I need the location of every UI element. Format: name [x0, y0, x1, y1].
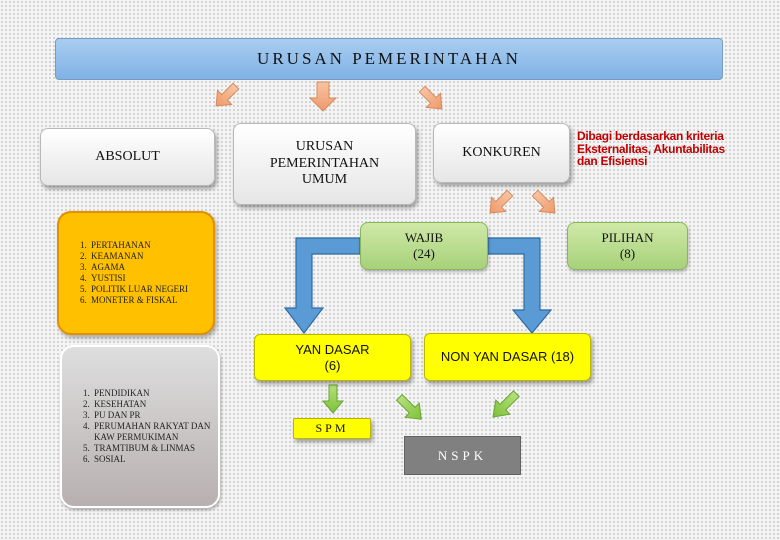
- criteria-note-line: Dibagi berdasarkan kriteria: [577, 129, 724, 143]
- list-item: PERTAHANAN: [89, 240, 188, 251]
- arrow-wajib-to-nonyan: [487, 237, 553, 334]
- arrow-yandasar-to-spm: [321, 384, 345, 414]
- list-item: PENDIDIKAN: [92, 388, 218, 399]
- konkuren-label: KONKUREN: [462, 144, 541, 160]
- list-item: PU DAN PR: [92, 410, 218, 421]
- wajib-count: (24): [413, 246, 435, 261]
- list-item: PERUMAHAN RAKYAT DAN KAW PERMUKIMAN: [92, 421, 218, 443]
- spm-label: SPM: [315, 421, 349, 436]
- pilihan-box: PILIHAN (8): [567, 222, 688, 270]
- umum-label-line2: PEMERINTAHAN: [269, 155, 380, 171]
- konkuren-box: KONKUREN: [433, 123, 570, 183]
- list-item: POLITIK LUAR NEGERI: [89, 284, 188, 295]
- urusan-umum-box: URUSAN PEMERINTAHAN UMUM: [233, 123, 416, 205]
- absolut-list-box: PERTAHANAN KEAMANAN AGAMA YUSTISI POLITI…: [57, 211, 215, 335]
- list-item: SOSIAL: [92, 454, 218, 465]
- non-yan-dasar-label: NON YAN DASAR (18): [440, 349, 575, 365]
- non-yan-dasar-box: NON YAN DASAR (18): [424, 333, 591, 381]
- umum-label-line3: UMUM: [301, 172, 348, 188]
- absolut-box: ABSOLUT: [40, 128, 215, 186]
- criteria-note: Dibagi berdasarkan kriteria Eksternalita…: [577, 130, 742, 168]
- nspk-box: NSPK: [404, 436, 521, 475]
- pilihan-count: (8): [619, 246, 636, 261]
- nspk-label: NSPK: [437, 447, 488, 463]
- wajib-label: WAJIB: [404, 230, 444, 246]
- arrow-title-to-umum: [308, 81, 338, 112]
- criteria-note-line: dan Efisiensi: [577, 154, 648, 169]
- yan-dasar-list-box: PENDIDIKAN KESEHATAN PU DAN PR PERUMAHAN…: [60, 345, 220, 508]
- arrow-title-to-absolut: [215, 82, 240, 107]
- arrow-wajib-to-yandasar: [283, 237, 361, 334]
- absolut-label: ABSOLUT: [95, 148, 160, 164]
- pilihan-label: PILIHAN: [601, 230, 654, 246]
- yan-dasar-box: YAN DASAR (6): [254, 334, 411, 381]
- spm-box: SPM: [293, 418, 371, 439]
- list-item: YUSTISI: [89, 273, 188, 284]
- list-item: KESEHATAN: [92, 399, 218, 410]
- umum-label-line1: URUSAN: [295, 138, 354, 154]
- list-item: MONETER & FISKAL: [89, 295, 188, 306]
- absolut-list: PERTAHANAN KEAMANAN AGAMA YUSTISI POLITI…: [59, 240, 188, 306]
- diagram-title: URUSAN PEMERINTAHAN: [55, 38, 723, 80]
- arrow-title-to-konkuren: [418, 85, 443, 110]
- arrow-yandasar-to-nspk: [395, 393, 422, 420]
- list-item: KEAMANAN: [89, 251, 188, 262]
- yan-dasar-count: (6): [324, 357, 341, 373]
- arrow-konkuren-to-pilihan: [531, 189, 556, 214]
- arrow-nonyan-to-nspk: [492, 390, 520, 418]
- diagram-title-text: URUSAN PEMERINTAHAN: [257, 49, 521, 68]
- yan-dasar-label: YAN DASAR: [295, 341, 370, 357]
- yan-dasar-list: PENDIDIKAN KESEHATAN PU DAN PR PERUMAHAN…: [62, 388, 218, 465]
- criteria-note-line: Eksternalitas, Akuntabilitas: [577, 141, 725, 156]
- arrow-konkuren-to-wajib: [489, 189, 514, 214]
- wajib-box: WAJIB (24): [360, 222, 488, 270]
- list-item: TRAMTIBUM & LINMAS: [92, 443, 218, 454]
- list-item: AGAMA: [89, 262, 188, 273]
